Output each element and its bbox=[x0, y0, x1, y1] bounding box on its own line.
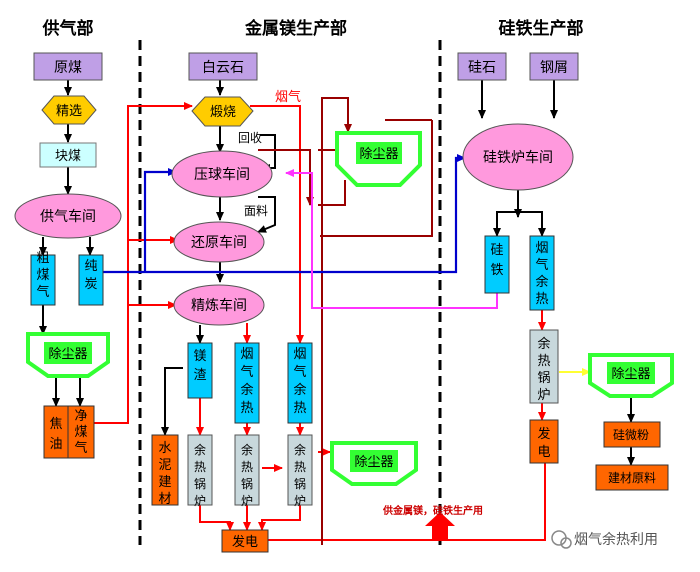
connectors-magenta bbox=[285, 169, 498, 309]
raw-coal-box bbox=[33, 52, 103, 81]
lump-coal-box bbox=[39, 142, 97, 168]
vertical-labels: 粗煤气纯炭硅铁烟气余热镁渣烟气余热烟气余热余热锅炉余热锅炉余热锅炉余热锅炉焦油净… bbox=[36, 241, 550, 508]
screening-hexagon bbox=[41, 95, 97, 125]
briquetting-workshop-ellipse bbox=[171, 150, 273, 198]
calcining-hexagon bbox=[191, 96, 254, 127]
boiler-3-box bbox=[287, 434, 313, 506]
cement-label: 水泥建材 bbox=[158, 441, 171, 507]
dust-collector-left-fill bbox=[44, 342, 92, 364]
cyan-vertical-boxes bbox=[30, 235, 555, 424]
reduction-workshop-ellipse bbox=[173, 221, 265, 263]
dust-bottom-label: 除尘器 bbox=[354, 455, 393, 470]
connectors-red bbox=[80, 102, 546, 541]
cement-box bbox=[151, 434, 179, 506]
connectors-blue bbox=[95, 154, 466, 274]
watermark-text: 烟气余热利用 bbox=[574, 531, 658, 548]
power-right-label: 发电 bbox=[537, 426, 550, 460]
refining-workshop-ellipse bbox=[173, 284, 265, 326]
section-title-gas: 供气部 bbox=[42, 18, 94, 39]
tar-label: 焦油 bbox=[49, 417, 62, 452]
ferrosilicon-furnace-ellipse bbox=[462, 123, 574, 191]
power-right-box bbox=[529, 419, 559, 464]
power-bottom-box bbox=[221, 529, 269, 553]
calcining-label: 煅烧 bbox=[210, 104, 236, 120]
crude-gas-box bbox=[30, 254, 56, 306]
ferrosilicon-label: 硅铁 bbox=[490, 243, 503, 278]
boiler-3-label: 余热锅炉 bbox=[294, 442, 306, 508]
scrap-steel-box bbox=[529, 52, 579, 81]
dust-top-label: 除尘器 bbox=[359, 147, 398, 162]
si-waste-boiler-label: 余热锅炉 bbox=[537, 336, 550, 403]
raw-coal-label: 原煤 bbox=[54, 60, 82, 76]
briquetting-workshop-label: 压球车间 bbox=[194, 166, 250, 183]
reduction-workshop-label: 还原车间 bbox=[191, 234, 247, 251]
screening-label: 精选 bbox=[56, 104, 82, 119]
dust-collector-right-fill bbox=[607, 362, 655, 384]
ferrosilicon-furnace-label: 硅铁炉车间 bbox=[483, 149, 553, 166]
crude-gas-label: 粗煤气 bbox=[36, 251, 49, 300]
clean-gas-label: 净煤气 bbox=[74, 409, 87, 456]
gas-workshop-ellipse bbox=[14, 193, 122, 239]
dust-collector-top-fill bbox=[356, 142, 402, 164]
dolomite-box bbox=[188, 52, 258, 81]
scrap-steel-label: 钢屑 bbox=[540, 60, 568, 76]
coke-box bbox=[78, 254, 104, 306]
boiler-1-label: 余热锅炉 bbox=[194, 442, 206, 508]
refine-flue-heat-label: 烟气余热 bbox=[240, 347, 253, 416]
lump-coal-label: 块煤 bbox=[55, 149, 81, 164]
dust-right-label: 除尘器 bbox=[611, 367, 650, 382]
dust-collector-bottom-fill bbox=[350, 450, 398, 472]
mg-slag-box bbox=[187, 342, 213, 399]
reduce-flue-heat-box bbox=[287, 342, 313, 424]
si-flue-heat-label: 烟气余热 bbox=[535, 241, 548, 307]
section-title-magnesium: 金属镁生产部 bbox=[244, 18, 347, 39]
silica-label: 硅石 bbox=[468, 60, 496, 76]
supply-arrow bbox=[425, 512, 455, 541]
boiler-1-box bbox=[187, 434, 213, 506]
gray-boiler-boxes bbox=[187, 329, 559, 506]
boiler-2-box bbox=[234, 434, 260, 506]
boiler-2-label: 余热锅炉 bbox=[241, 442, 253, 508]
mg-slag-label: 镁渣 bbox=[193, 349, 206, 383]
dolomite-label: 白云石 bbox=[202, 60, 244, 76]
dust-left-label: 除尘器 bbox=[48, 347, 87, 362]
silica-box bbox=[457, 52, 507, 81]
refining-workshop-label: 精炼车间 bbox=[191, 297, 247, 314]
wechat-icon-small bbox=[560, 537, 572, 549]
supply-annotation: 供金属镁，硅铁生产用 bbox=[382, 504, 483, 517]
connectors-black bbox=[39, 80, 635, 466]
recycle-annotation: 回收 bbox=[238, 131, 262, 145]
orange-boxes bbox=[43, 405, 669, 553]
flue-gas-annotation: 烟气 bbox=[275, 89, 301, 105]
watermark: 烟气余热利用 bbox=[551, 530, 658, 549]
dust-collectors bbox=[26, 131, 674, 486]
coke-label: 纯炭 bbox=[84, 259, 97, 292]
tar-box bbox=[43, 405, 69, 459]
gas-workshop-label: 供气车间 bbox=[40, 208, 96, 225]
microsilica-label: 硅微粉 bbox=[613, 428, 649, 442]
refine-flue-heat-box bbox=[234, 342, 260, 424]
clean-gas-box bbox=[67, 405, 95, 459]
power-bottom-label: 发电 bbox=[232, 534, 258, 550]
section-title-ferrosilicon: 硅铁生产部 bbox=[499, 18, 584, 39]
building-material-label: 建材原料 bbox=[608, 471, 656, 485]
si-flue-heat-box bbox=[529, 235, 555, 311]
building-material-box bbox=[595, 464, 669, 491]
microsilica-box bbox=[603, 421, 661, 448]
raw-material-boxes: 原煤 白云石 硅石 钢屑 bbox=[33, 52, 579, 81]
reduce-flue-heat-label: 烟气余热 bbox=[293, 347, 306, 416]
fines-annotation: 面料 bbox=[244, 204, 268, 218]
si-waste-boiler-box bbox=[529, 329, 559, 404]
ferrosilicon-box bbox=[484, 235, 510, 294]
